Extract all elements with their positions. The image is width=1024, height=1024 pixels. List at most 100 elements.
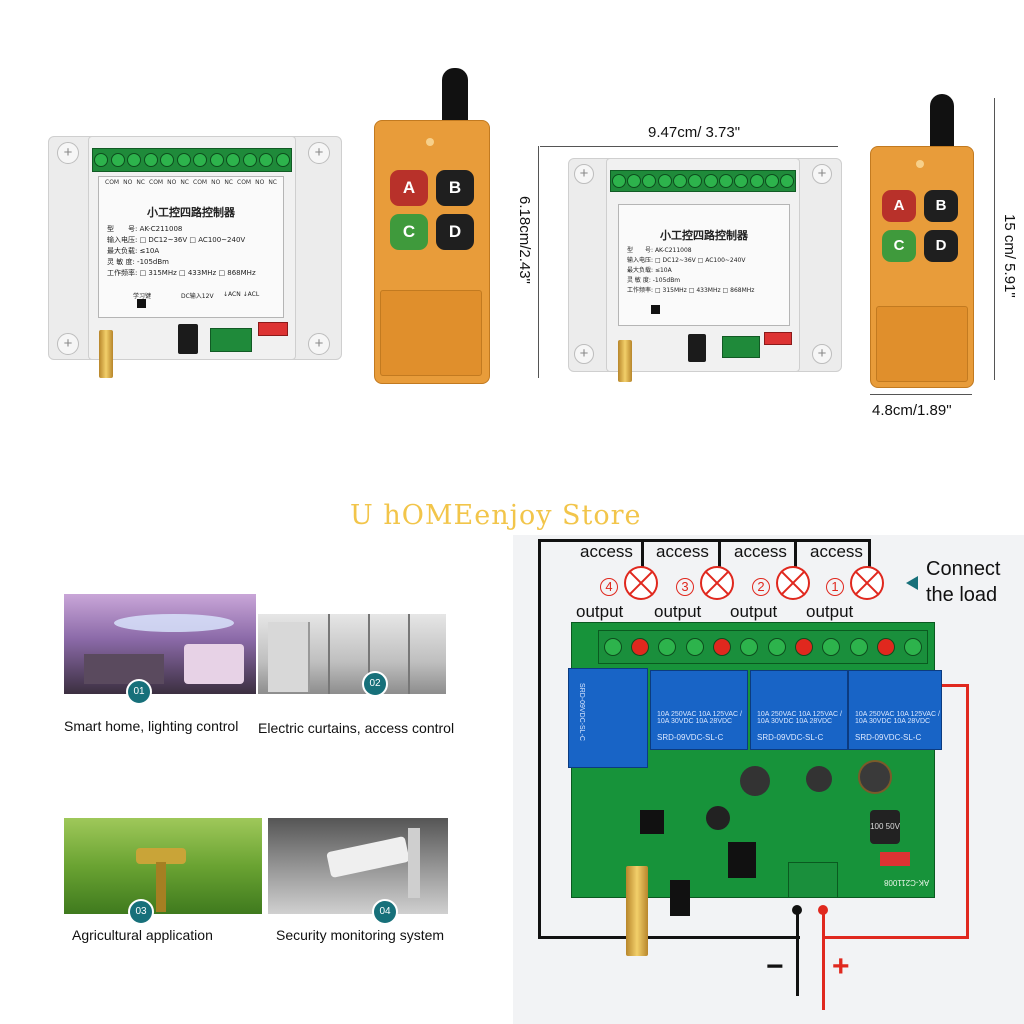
screw-icon: + (57, 142, 79, 164)
learn-button (670, 880, 690, 916)
relay-module: 10A 250VAC 10A 125VAC / 10A 30VDC 10A 28… (750, 670, 848, 750)
badge-03: 03 (128, 899, 154, 925)
remote-height-line (994, 98, 995, 380)
relay-terminal-block (92, 148, 292, 172)
mounting-ear-right (292, 136, 342, 360)
tile-security (268, 818, 448, 914)
remote-antenna (930, 94, 954, 154)
capacitor: 100 50V (870, 810, 900, 844)
remote-button-a[interactable]: A (390, 170, 428, 206)
badge-02: 02 (362, 671, 388, 697)
connect-label-2: the load (926, 584, 998, 606)
spec-label: 小工控四路控制器 型 号: AK-C211008 输入电压: □ DC12~36… (618, 204, 790, 326)
remote-button-c[interactable]: C (390, 214, 428, 250)
caption-agriculture: Agricultural application (72, 927, 213, 943)
screw-icon: + (812, 164, 832, 184)
dc-jack (728, 842, 756, 878)
red-wire-right (966, 684, 969, 938)
black-wire-bottom (538, 936, 800, 939)
capacitor (806, 766, 832, 792)
lamp-load-icon (776, 566, 810, 600)
output-label: output (654, 602, 702, 621)
pointer-arrow-icon (906, 576, 918, 590)
relay-terminal-block (610, 170, 796, 192)
remote-button-d[interactable]: D (924, 230, 958, 262)
dc-jack (688, 334, 706, 362)
remote-button-d[interactable]: D (436, 214, 474, 250)
remote-width-dimension: 4.8cm/1.89" (872, 402, 952, 419)
red-wire-bottom (822, 936, 969, 939)
height-dimension-line (538, 146, 539, 378)
channel-number: 1 (826, 578, 844, 596)
red-wire-positive (822, 910, 825, 1010)
remote-battery-cover (380, 290, 482, 376)
relay-module: 10A 250VAC 10A 125VAC / 10A 30VDC 10A 28… (650, 670, 748, 750)
screw-icon: + (812, 344, 832, 364)
power-terminal (210, 328, 252, 352)
positive-label: + (832, 950, 850, 983)
screw-icon: + (574, 164, 594, 184)
capacitor (740, 766, 770, 796)
width-dimension: 9.47cm/ 3.73" (648, 124, 741, 141)
led-indicator (426, 138, 434, 146)
lamp-load-icon (624, 566, 658, 600)
relay-module: 10A 250VAC 10A 125VAC / 10A 30VDC 10A 28… (848, 670, 942, 750)
spec-title: 小工控四路控制器 (147, 206, 235, 219)
screw-icon: + (57, 333, 79, 355)
output-label: output (806, 602, 854, 621)
output-label: output (730, 602, 778, 621)
caption-curtains: Electric curtains, access control (258, 720, 455, 736)
remote-height-dimension: 15 cm/ 5.91" (1001, 214, 1018, 298)
fuse (258, 322, 288, 336)
capacitor (706, 806, 730, 830)
store-watermark: U hOMEenjoy Store (350, 500, 642, 531)
mounting-ear-left (48, 136, 92, 360)
dc-jack (178, 324, 198, 354)
access-label: access (580, 542, 633, 561)
mounting-ear-right (796, 158, 842, 372)
tile-smart-home (64, 594, 256, 694)
mounting-ear-left (568, 158, 610, 372)
channel-number: 3 (676, 578, 694, 596)
remote-button-b[interactable]: B (436, 170, 474, 206)
screw-icon: + (308, 142, 330, 164)
tile-curtains (258, 614, 446, 694)
led-indicator (916, 160, 924, 168)
board-code: AK-C211008 (884, 878, 930, 887)
black-wire-left (538, 539, 541, 939)
relay-module: SRD-09VDC-SL-C (568, 668, 648, 768)
screw-icon: + (574, 344, 594, 364)
channel-number: 4 (600, 578, 618, 596)
pcb-terminal-block (598, 630, 928, 664)
caption-security: Security monitoring system (276, 927, 445, 943)
access-label: access (810, 542, 863, 561)
connect-label: Connect (926, 558, 1001, 580)
fuse (880, 852, 910, 866)
remote-width-line (870, 394, 972, 395)
black-wire-negative (796, 910, 799, 996)
lamp-load-icon (700, 566, 734, 600)
inductor (858, 760, 892, 794)
power-terminal (722, 336, 760, 358)
height-dimension: 6.18cm/2.43" (516, 196, 533, 284)
ic-chip (640, 810, 664, 834)
remote-battery-cover (876, 306, 968, 382)
remote-button-b[interactable]: B (924, 190, 958, 222)
output-label: output (576, 602, 624, 621)
screw-icon: + (308, 333, 330, 355)
fuse (764, 332, 792, 345)
tile-agriculture (64, 818, 262, 914)
negative-label: − (766, 950, 784, 983)
lamp-load-icon (850, 566, 884, 600)
antenna-connector (618, 340, 632, 382)
power-terminal (788, 862, 838, 898)
access-label: access (734, 542, 787, 561)
channel-number: 2 (752, 578, 770, 596)
remote-button-c[interactable]: C (882, 230, 916, 262)
antenna-connector (99, 330, 113, 378)
antenna-connector (626, 866, 648, 956)
remote-button-a[interactable]: A (882, 190, 916, 222)
caption-smart-home: Smart home, lighting control (64, 718, 239, 734)
